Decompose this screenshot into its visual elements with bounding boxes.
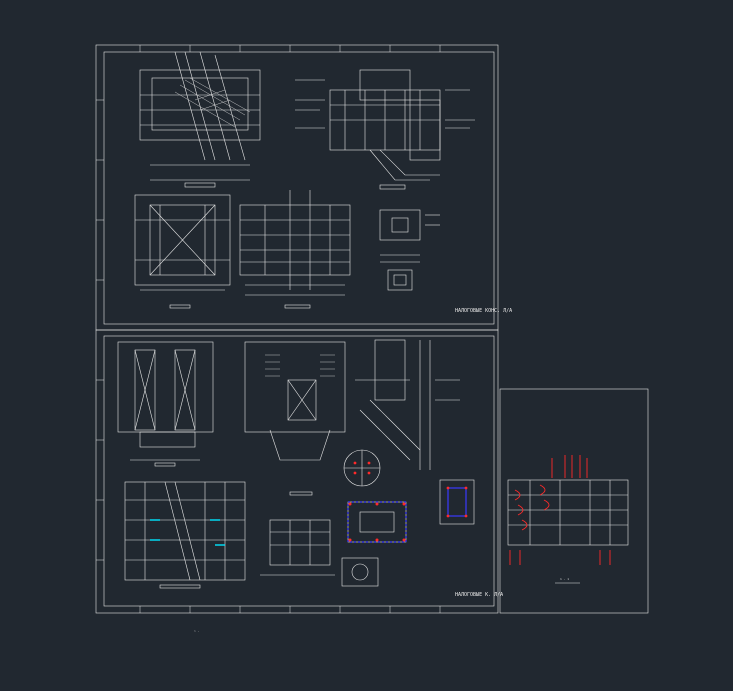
detail-stair-h[interactable] <box>355 339 460 470</box>
sheet-3 <box>499 388 649 614</box>
detail-plan-f[interactable] <box>117 341 214 467</box>
detail-section-m[interactable] <box>507 455 629 584</box>
sheet-1 <box>95 44 499 331</box>
detail-circle-i[interactable] <box>343 449 381 487</box>
sheet-2-outer-frame <box>95 329 499 614</box>
sheet-1-title-label: НАЛОГОВЫЕ КОНС. Л/А <box>455 308 512 314</box>
sheet-1-outer-frame <box>95 44 499 331</box>
detail-elevation-b[interactable] <box>295 69 475 190</box>
sheet-3-detail-label: 1 - 1 <box>560 577 569 581</box>
sheet-2-inner-frame <box>103 335 495 607</box>
detail-plan-g[interactable] <box>244 341 346 496</box>
detail-plan-a[interactable] <box>139 51 261 188</box>
detail-small-e[interactable] <box>379 209 440 291</box>
detail-pier-l[interactable] <box>341 479 475 587</box>
sheet-2 <box>95 329 499 614</box>
sheet-1-inner-frame <box>103 51 495 325</box>
detail-plan-c[interactable] <box>134 194 231 309</box>
sheet-1-grid-ticks <box>96 45 441 281</box>
stray-mark: ∴ · <box>194 629 200 633</box>
detail-section-k[interactable] <box>260 519 335 576</box>
detail-plan-j[interactable] <box>124 481 246 589</box>
detail-section-d[interactable] <box>239 190 351 309</box>
sheet-3-frame <box>499 388 649 614</box>
sheet-2-grid-ticks <box>96 379 441 613</box>
sheet-2-title-label: НАЛОГОВЫЕ К. Л/А <box>455 592 503 598</box>
